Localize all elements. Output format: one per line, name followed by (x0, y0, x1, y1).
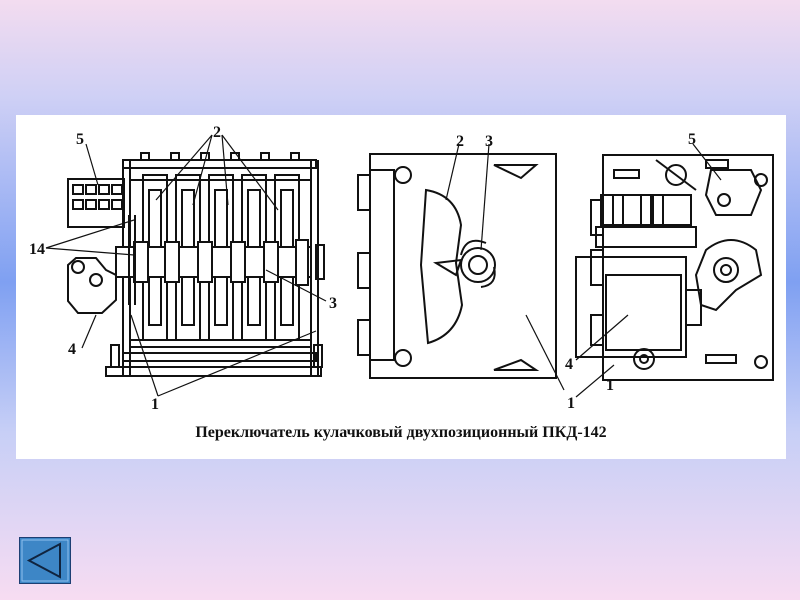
label-5-rear: 5 (688, 131, 696, 148)
side-view (357, 153, 557, 379)
diagram-panel: 5 2 14 4 3 1 2 3 1 5 4 1 Переключатель к… (16, 115, 786, 459)
label-3-side: 3 (485, 133, 493, 150)
leader-lines (45, 134, 722, 398)
label-5-front: 5 (76, 131, 84, 148)
label-14-front: 14 (29, 241, 45, 258)
label-2-front: 2 (213, 124, 221, 141)
label-3-front: 3 (329, 295, 337, 312)
label-2-side: 2 (456, 133, 464, 150)
label-1-rear: 1 (606, 377, 614, 394)
rear-view (575, 154, 774, 381)
triangle-left-icon (19, 537, 71, 584)
figure-caption: Переключатель кулачковый двухпозиционный… (195, 424, 607, 441)
label-4-rear: 4 (565, 356, 573, 373)
back-button[interactable] (19, 537, 71, 584)
front-view (67, 152, 325, 377)
label-4-front: 4 (68, 341, 76, 358)
label-1-front: 1 (151, 396, 159, 413)
switch-drawing: 5 2 14 4 3 1 2 3 1 5 4 1 (29, 124, 774, 413)
label-1-side: 1 (567, 395, 575, 412)
